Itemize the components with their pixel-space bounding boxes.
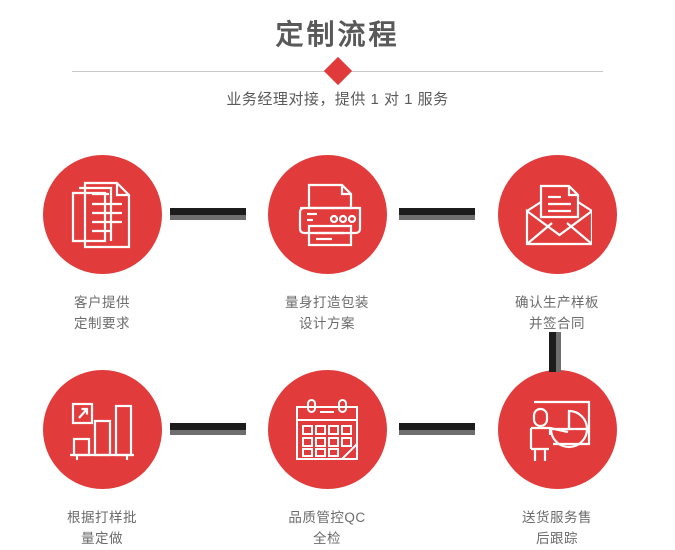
step-1-line1: 客户提供 xyxy=(74,295,130,310)
step-3-line2: 并签合同 xyxy=(529,316,585,331)
connector-step2-step3 xyxy=(399,208,475,220)
step-3-line1: 确认生产样板 xyxy=(515,295,599,310)
connector-bar xyxy=(399,423,475,430)
open-envelope-document-icon xyxy=(522,183,592,247)
step-2-caption: 量身打造包装 设计方案 xyxy=(252,292,402,334)
flow-step-5: 品质管控QC 全检 xyxy=(252,370,402,549)
step-4-caption: 根据打样批 量定做 xyxy=(27,507,177,549)
header: 定制流程 业务经理对接，提供 1 对 1 服务 xyxy=(0,0,675,130)
connector-step3-step6 xyxy=(549,332,561,372)
step-1-caption: 客户提供 定制要求 xyxy=(27,292,177,334)
connector-shadow xyxy=(556,332,561,372)
connector-step5-step6 xyxy=(399,423,475,435)
connector-bar xyxy=(170,423,246,430)
step-4-circle xyxy=(42,370,162,489)
step-6-circle xyxy=(497,370,617,489)
step-2-line2: 设计方案 xyxy=(299,316,355,331)
presenter-pie-chart-icon xyxy=(523,397,591,463)
step-4-line1: 根据打样批 xyxy=(67,510,137,525)
page-title: 定制流程 xyxy=(275,19,400,50)
flow-step-3: 确认生产样板 并签合同 xyxy=(482,155,632,334)
step-1-circle xyxy=(42,155,162,274)
connector-bar xyxy=(170,208,246,215)
step-3-caption: 确认生产样板 并签合同 xyxy=(482,292,632,334)
flow-step-1: 客户提供 定制要求 xyxy=(27,155,177,334)
connector-bar xyxy=(399,208,475,215)
bar-chart-growth-icon xyxy=(70,399,134,461)
connector-step1-step2 xyxy=(170,208,246,220)
diamond-marker-icon xyxy=(323,56,352,86)
connector-shadow xyxy=(170,215,246,220)
connector-shadow xyxy=(399,215,475,220)
step-3-circle xyxy=(497,155,617,274)
printer-icon xyxy=(292,182,362,248)
connector-shadow xyxy=(170,430,246,435)
step-1-line2: 定制要求 xyxy=(74,316,130,331)
flow-step-6: 送货服务售 后跟踪 xyxy=(482,370,632,549)
page-subtitle: 业务经理对接，提供 1 对 1 服务 xyxy=(226,91,449,108)
step-5-line1: 品质管控QC xyxy=(288,510,366,525)
flow-step-4: 根据打样批 量定做 xyxy=(27,370,177,549)
title-divider xyxy=(72,56,603,86)
step-6-line2: 后跟踪 xyxy=(536,531,578,546)
documents-stack-icon xyxy=(69,181,135,249)
connector-step4-step5 xyxy=(170,423,246,435)
calendar-icon xyxy=(294,398,360,462)
step-4-line2: 量定做 xyxy=(81,531,123,546)
step-5-line2: 全检 xyxy=(313,531,341,546)
process-flow: 客户提供 定制要求 xyxy=(0,130,675,550)
step-2-line1: 量身打造包装 xyxy=(285,295,369,310)
connector-bar xyxy=(549,332,556,372)
step-2-circle xyxy=(267,155,387,274)
step-5-caption: 品质管控QC 全检 xyxy=(252,507,402,549)
step-5-circle xyxy=(267,370,387,489)
step-6-line1: 送货服务售 xyxy=(522,510,592,525)
connector-shadow xyxy=(399,430,475,435)
step-6-caption: 送货服务售 后跟踪 xyxy=(482,507,632,549)
flow-step-2: 量身打造包装 设计方案 xyxy=(252,155,402,334)
